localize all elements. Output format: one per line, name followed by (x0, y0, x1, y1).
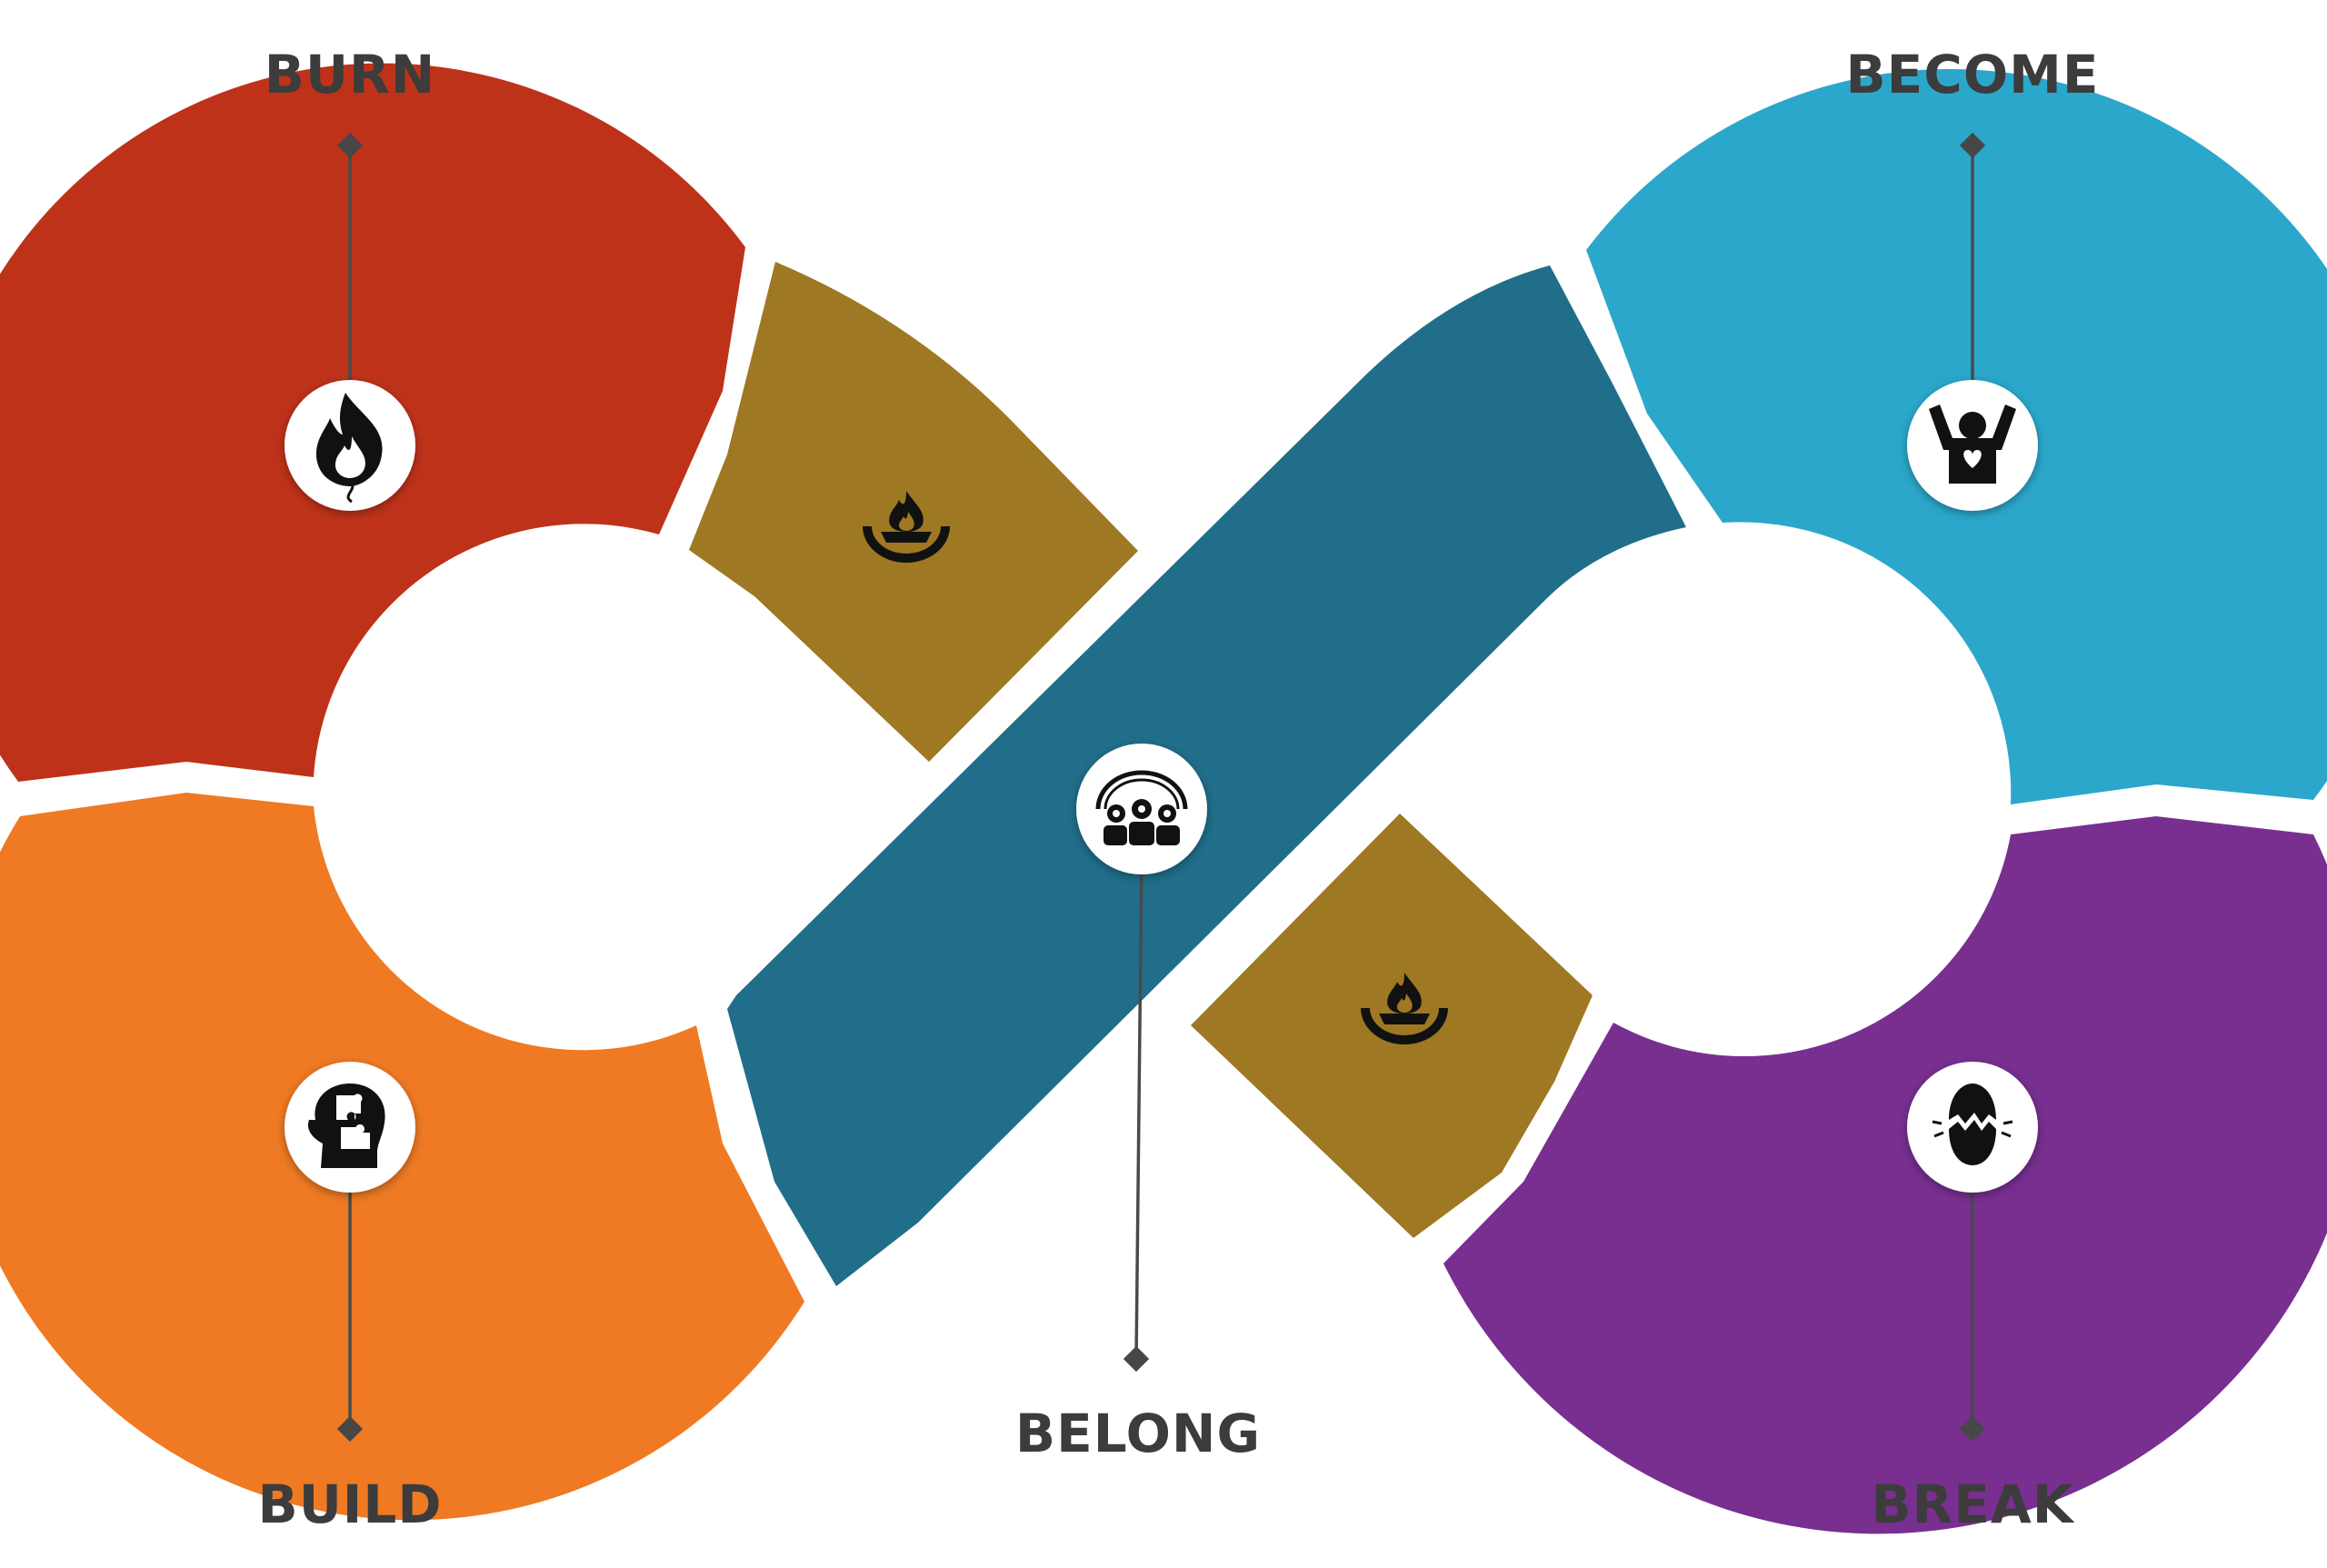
break-label: BREAK (1871, 1473, 2074, 1535)
break-icon-badge (1907, 1062, 2038, 1193)
cracked-egg-icon (1932, 1084, 2013, 1165)
flame-icon (315, 393, 383, 504)
flame-bowl-icon (1361, 973, 1448, 1044)
belong-leader (1123, 854, 1150, 1373)
group-people-icon (1095, 770, 1188, 845)
burn-icon-badge (285, 380, 415, 511)
break-leader (1959, 1191, 1986, 1443)
belong-label: BELONG (1015, 1403, 1261, 1464)
connector-lower (1191, 814, 1593, 1238)
head-puzzle-icon (307, 1084, 385, 1168)
connector-lower-icon (1361, 973, 1448, 1044)
burn-label: BURN (265, 44, 436, 105)
flame-bowl-icon (863, 491, 950, 563)
raised-arms-person-icon (1929, 404, 2016, 484)
build-icon-badge (285, 1062, 415, 1193)
belong-segment (727, 265, 1686, 1286)
become-icon-badge (1907, 380, 2038, 511)
break-segment (1443, 816, 2327, 1534)
become-label: BECOME (1845, 44, 2099, 105)
become-leader (1959, 132, 1986, 386)
belong-icon-badge (1076, 744, 1207, 874)
connector-upper-icon (863, 491, 950, 563)
build-label: BUILD (258, 1473, 443, 1535)
